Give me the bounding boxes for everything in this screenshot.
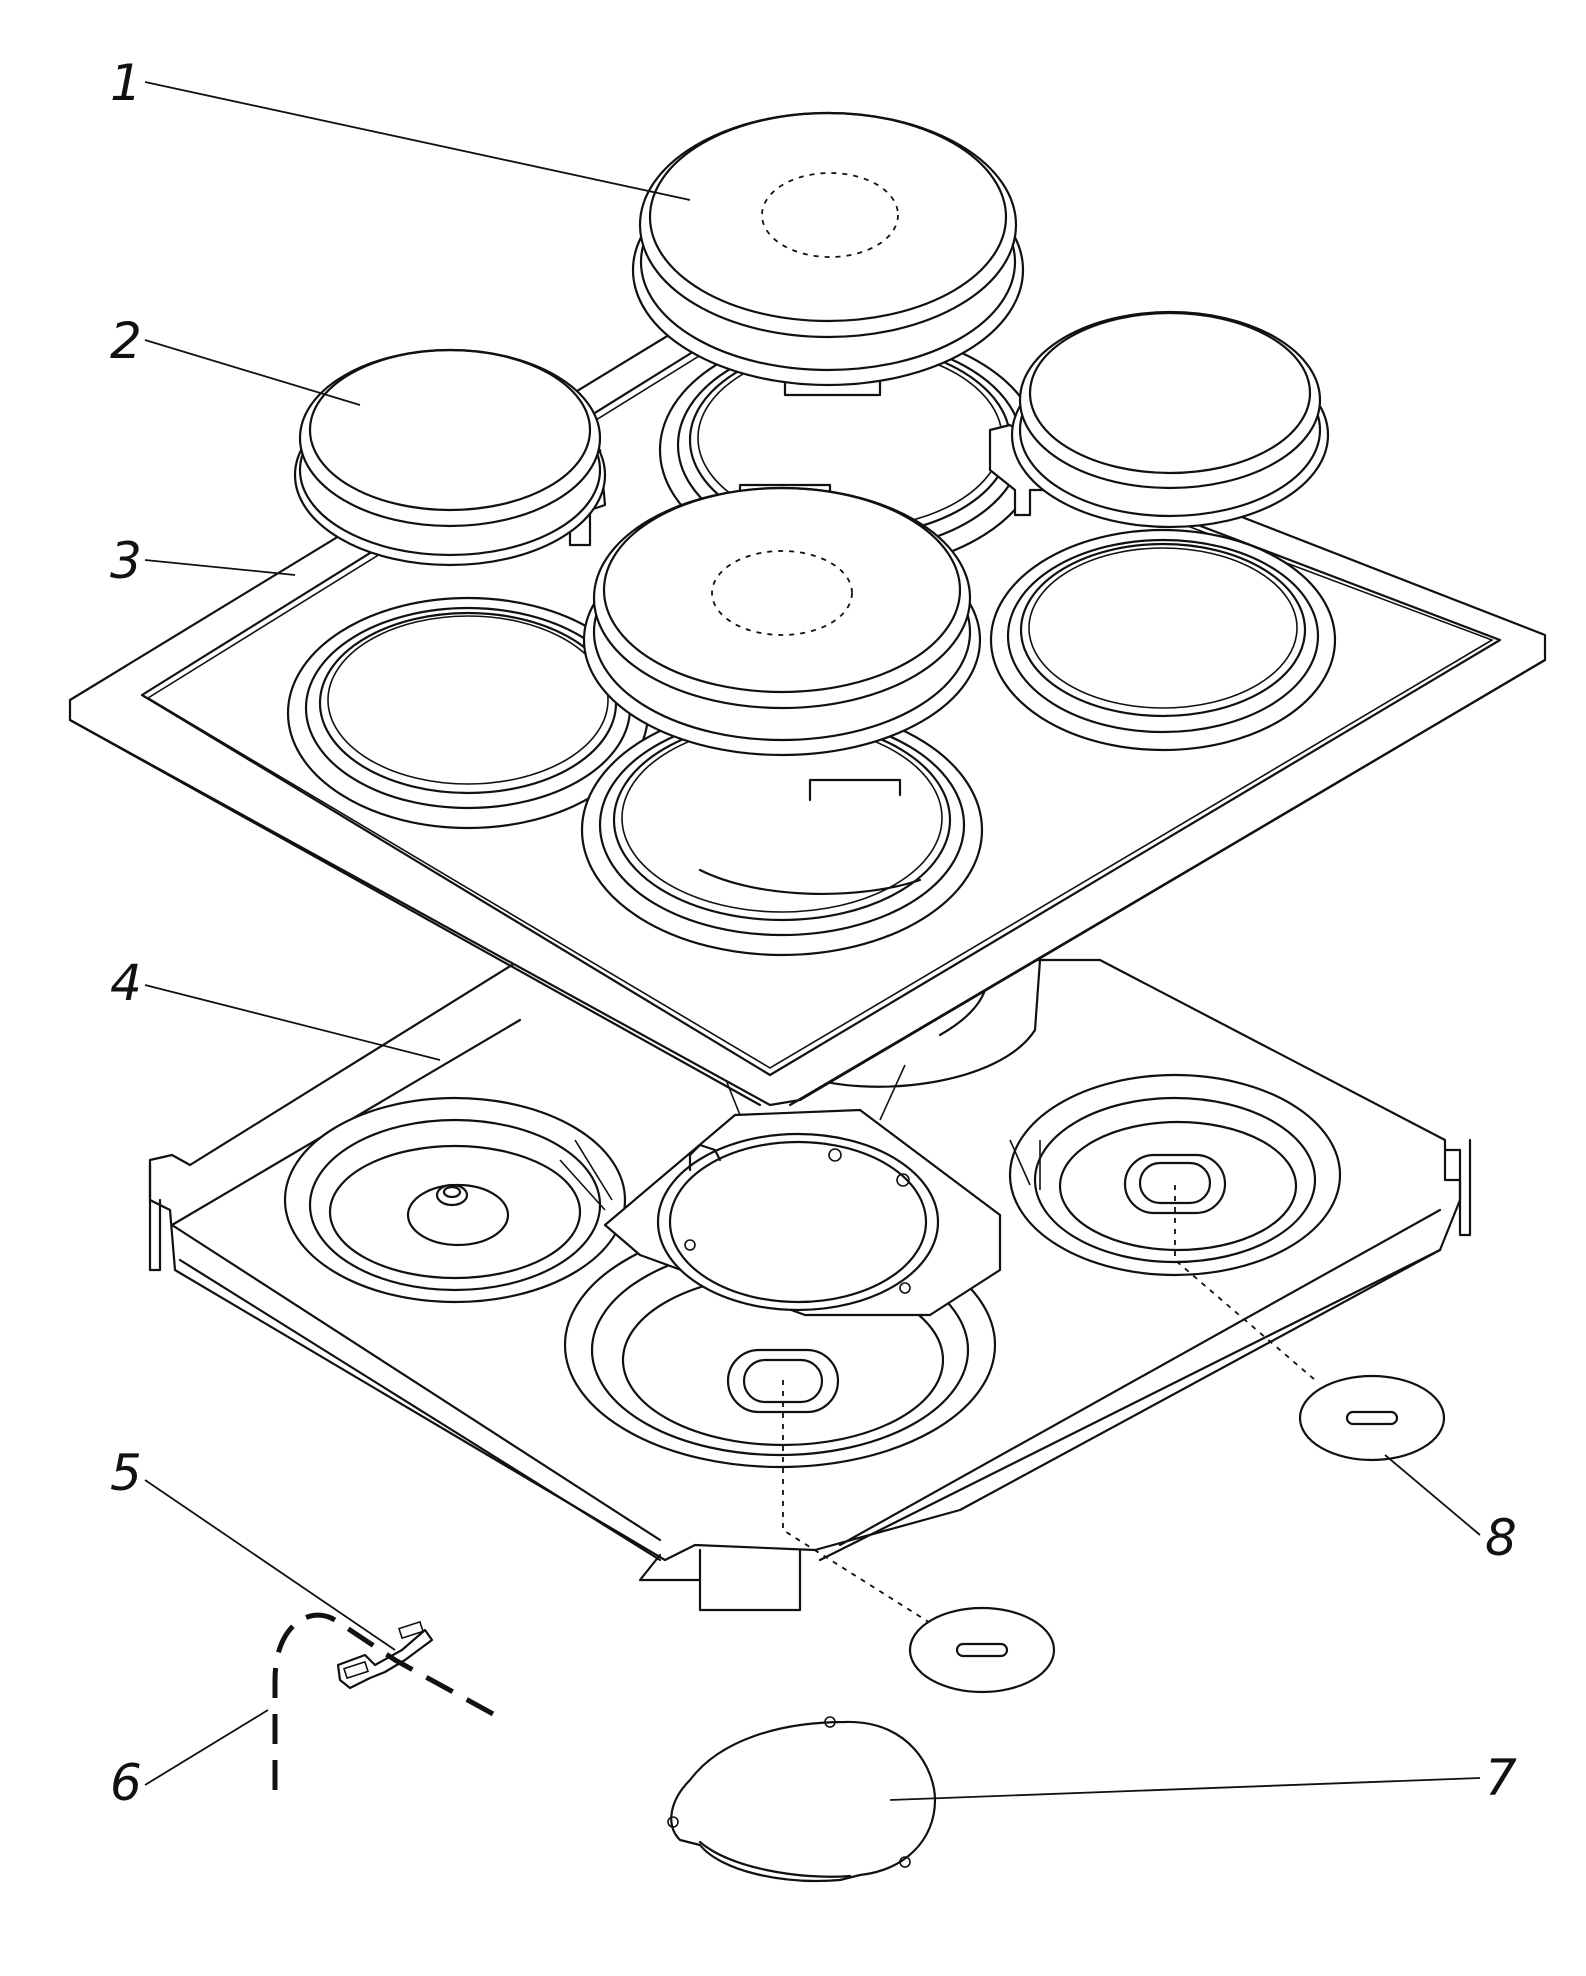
label-4: 4 (110, 954, 142, 1012)
base-tray (148, 958, 1472, 1646)
cable (272, 1612, 497, 1790)
leader-lines (144, 81, 1481, 1801)
label-3: 3 (110, 532, 142, 590)
centre-burner (582, 486, 982, 757)
label-1: 1 (110, 54, 142, 112)
seal-disc-right (1298, 1374, 1446, 1462)
label-2: 2 (110, 312, 142, 370)
label-8: 8 (1485, 1509, 1517, 1567)
rear-burner (631, 111, 1025, 387)
seal-disc-front (908, 1606, 1056, 1694)
label-5: 5 (110, 1444, 142, 1502)
clip (336, 1620, 434, 1690)
label-6: 6 (110, 1754, 142, 1812)
round-plate (667, 1716, 937, 1883)
reference-numerals: 1 2 3 4 5 6 7 8 (110, 54, 1517, 1812)
right-burner (1010, 310, 1330, 529)
label-7: 7 (1485, 1749, 1517, 1807)
left-burner (293, 348, 607, 567)
